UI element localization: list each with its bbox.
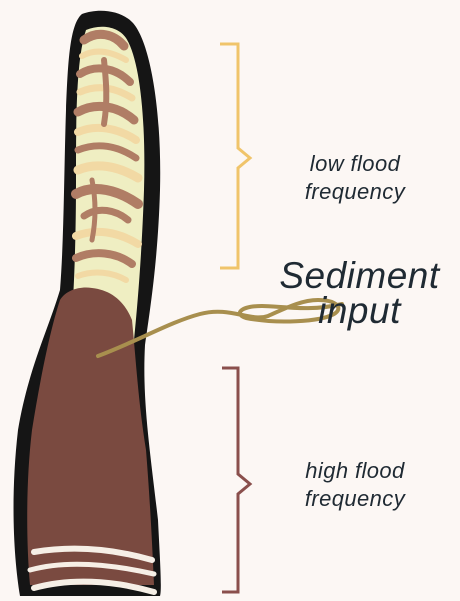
- high-flood-frequency-label: high flood frequency: [275, 457, 435, 512]
- sediment-line1: Sediment: [262, 258, 457, 293]
- low-flood-bracket: [220, 44, 250, 268]
- low-flood-line2: frequency: [280, 178, 430, 206]
- sediment-line2: input: [262, 293, 457, 328]
- high-flood-line1: high flood: [275, 457, 435, 485]
- low-flood-line1: low flood: [280, 150, 430, 178]
- band-brown: [104, 60, 106, 124]
- high-flood-line2: frequency: [275, 485, 435, 513]
- high-flood-bracket: [222, 368, 250, 592]
- sediment-input-label: Sediment input: [262, 258, 457, 328]
- low-flood-frequency-label: low flood frequency: [280, 150, 430, 205]
